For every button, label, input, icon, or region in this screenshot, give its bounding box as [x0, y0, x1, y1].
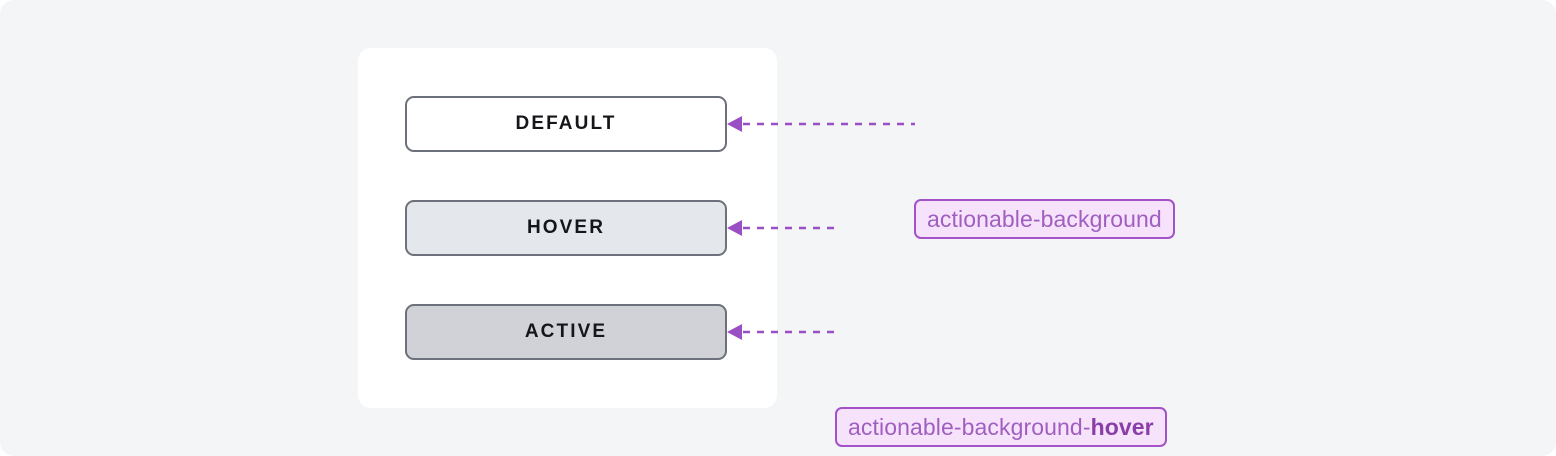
state-button-label: ACTIVE	[524, 321, 608, 342]
state-button-active[interactable]: ACTIVE	[405, 304, 727, 360]
state-button-default[interactable]: DEFAULT	[405, 96, 727, 152]
token-row-active: ACTIVE actionable-background- active	[0, 304, 1556, 360]
arrowhead-icon	[727, 220, 742, 236]
state-button-label: DEFAULT	[515, 113, 617, 134]
state-button-label: HOVER	[526, 217, 606, 238]
connector-arrow-active	[727, 321, 835, 343]
state-button-hover[interactable]: HOVER	[405, 200, 727, 256]
token-base-text: actionable-background-	[848, 413, 1091, 440]
arrowhead-icon	[727, 116, 742, 132]
token-base-text: actionable-background	[927, 205, 1162, 232]
arrowhead-icon	[727, 324, 742, 340]
connector-arrow-hover	[727, 217, 836, 239]
token-pill-default[interactable]: actionable-background	[914, 199, 1175, 239]
token-row-default: DEFAULT actionable-background	[0, 96, 1556, 239]
connector-arrow-default	[727, 113, 915, 135]
token-suffix-text: hover	[1090, 413, 1154, 440]
token-row-hover: HOVER actionable-background- hover	[0, 200, 1556, 447]
token-pill-hover[interactable]: actionable-background- hover	[835, 407, 1167, 447]
